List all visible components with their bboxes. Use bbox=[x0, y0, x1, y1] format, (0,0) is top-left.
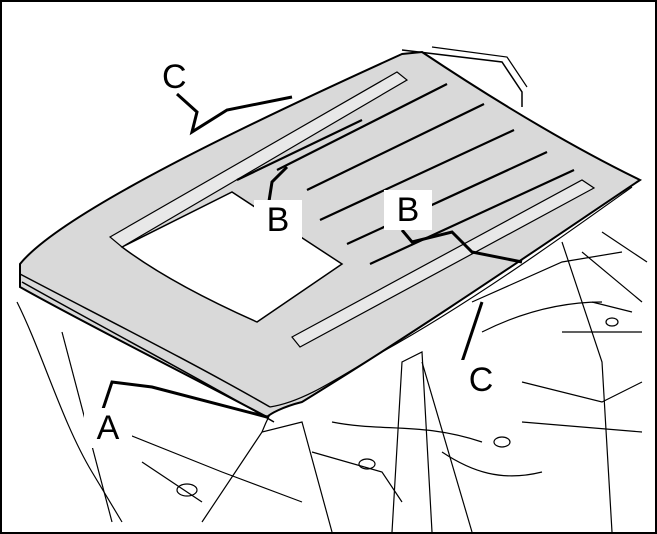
right-rail-strip bbox=[291, 179, 596, 348]
left-rail-strip bbox=[108, 71, 409, 248]
callout-c-top: C bbox=[162, 58, 187, 96]
callout-c-lower: C bbox=[457, 360, 505, 400]
leader-lines bbox=[100, 92, 523, 419]
roof-bows bbox=[236, 83, 575, 265]
rear-roof-rail bbox=[401, 49, 523, 107]
callout-b-left: B bbox=[254, 200, 302, 240]
roof-panel bbox=[19, 50, 643, 419]
callout-a: A bbox=[84, 408, 132, 448]
callout-b-right: B bbox=[384, 190, 432, 230]
roof-opening bbox=[120, 191, 344, 323]
